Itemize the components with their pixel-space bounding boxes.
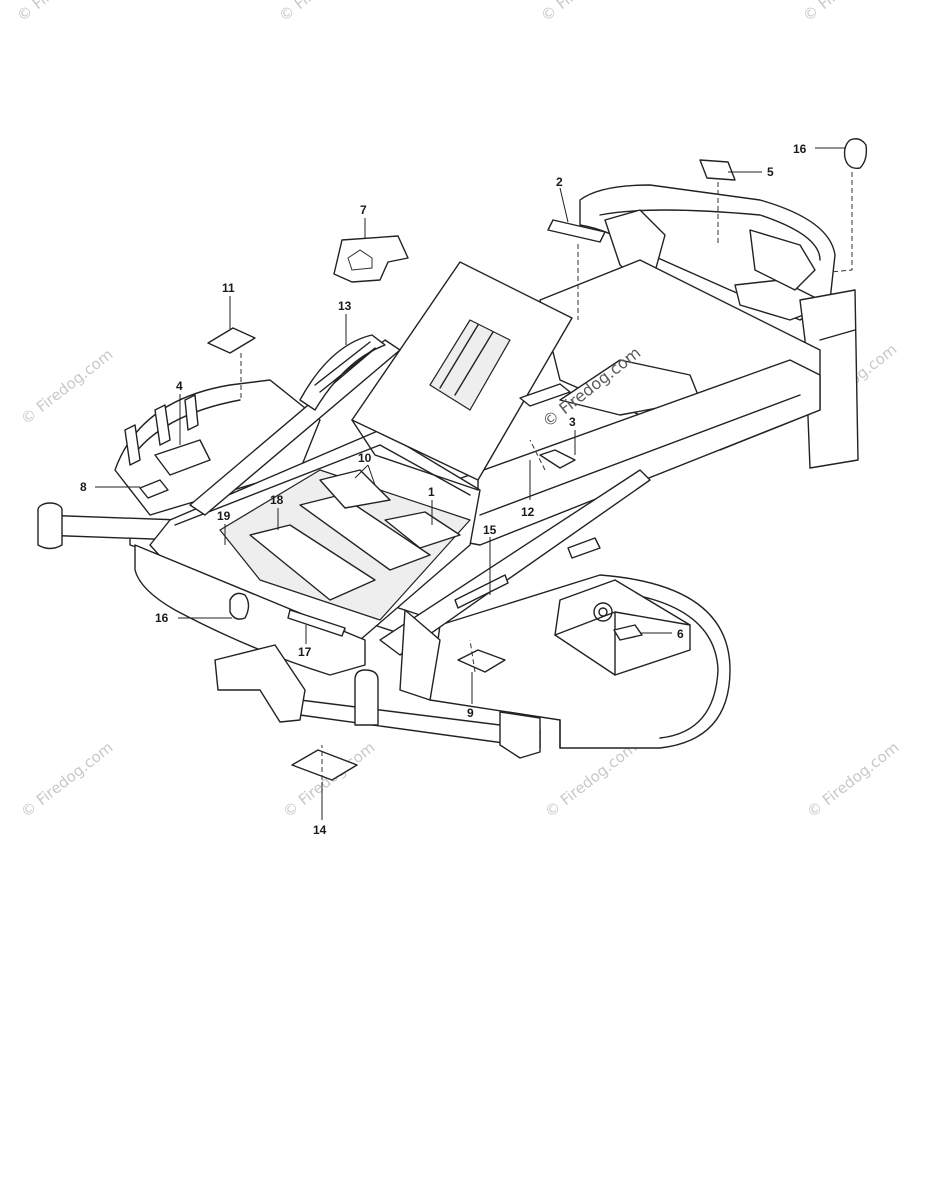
watermark: © Firedog.com: [279, 738, 378, 821]
decal-15: [454, 574, 509, 609]
decal-5: [699, 159, 736, 181]
callout-14: 14: [313, 823, 327, 837]
callout-16-top: 16: [793, 142, 807, 156]
callout-12: 12: [521, 505, 535, 519]
leader-lines: [95, 147, 846, 820]
callout-13: 13: [338, 299, 352, 313]
decal-2: [547, 219, 606, 243]
frame-rail-center: [379, 469, 651, 656]
decal-3: [539, 449, 576, 469]
callout-7: 7: [360, 203, 367, 217]
watermark: © Firedog.com: [275, 0, 374, 25]
decal-14: [291, 749, 358, 781]
mower-frame-drawing: [37, 184, 859, 759]
callout-16-front: 16: [155, 611, 169, 625]
decal-8: [139, 479, 169, 499]
watermark: © Firedog.com: [537, 0, 636, 25]
watermark: © Firedog.com: [17, 345, 116, 428]
callout-17: 17: [298, 645, 312, 659]
watermark: © Firedog.com: [541, 738, 640, 821]
front-caster-bracket: [214, 644, 306, 723]
decal-17: [287, 609, 346, 637]
decal-11: [207, 327, 256, 354]
callout-labels: 1 2 3 4 5 6 7 8 9 10 11 12 13 14 15 16 1…: [80, 142, 807, 837]
callout-18: 18: [270, 493, 284, 507]
callout-9: 9: [467, 706, 474, 720]
callout-1: 1: [428, 485, 435, 499]
callout-11: 11: [222, 281, 235, 295]
watermark: © Firedog.com: [17, 738, 116, 821]
callout-15: 15: [483, 523, 497, 537]
callout-10: 10: [358, 451, 372, 465]
decal-9: [457, 649, 506, 673]
callout-2: 2: [556, 175, 563, 189]
callout-4: 4: [176, 379, 183, 393]
floor-pan: [219, 469, 471, 621]
watermark: © Firedog.com: [799, 0, 898, 25]
decal-parts: [139, 138, 868, 781]
callout-19: 19: [217, 509, 231, 523]
callout-5: 5: [767, 165, 774, 179]
decal-7: [333, 235, 409, 283]
watermark: © Firedog.com: [13, 0, 112, 25]
watermark: © Firedog.com: [803, 738, 902, 821]
decal-16-top: [843, 138, 868, 169]
callout-8: 8: [80, 480, 87, 494]
hood-vent: [429, 319, 511, 411]
callout-3: 3: [569, 415, 576, 429]
decal-6: [613, 624, 643, 641]
dashed-guides: [240, 172, 853, 780]
front-bumper: [134, 544, 366, 676]
callout-6: 6: [677, 627, 684, 641]
